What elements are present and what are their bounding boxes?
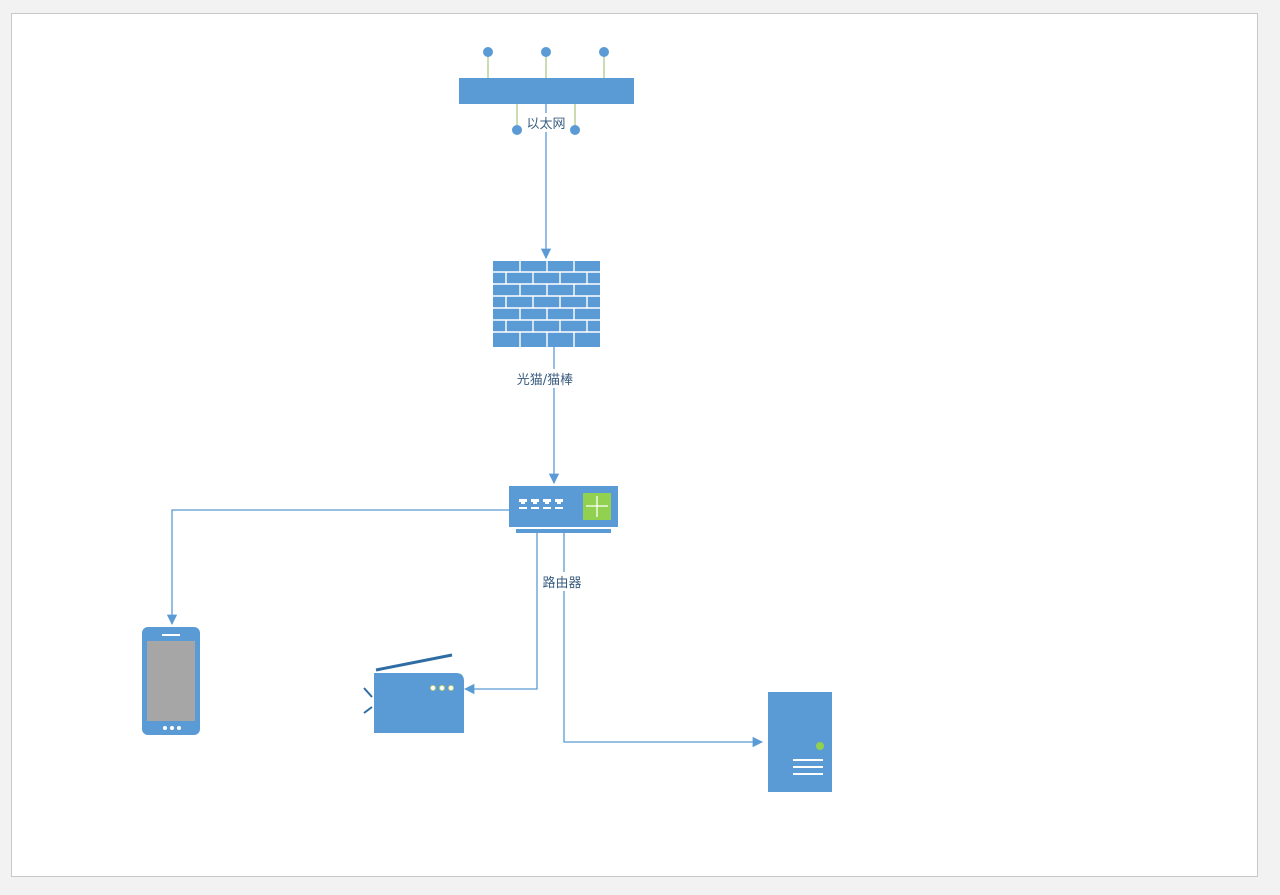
edge-router-phone [166,509,509,626]
server-icon [768,692,832,792]
router-icon [509,486,618,533]
edge-router-server [563,533,764,748]
diagram-canvas [11,13,1258,877]
ethernet-icon [459,47,634,135]
edge-router-fax [463,533,538,695]
router-ports-icon [519,499,563,509]
phone-icon [142,627,200,735]
router-label: 路由器 [540,572,584,591]
connectors [166,104,764,748]
modem-label: 光猫/猫棒 [514,369,576,388]
fax-icon [363,653,464,733]
firewall-icon [493,261,600,347]
ethernet-label: 以太网 [524,113,568,132]
